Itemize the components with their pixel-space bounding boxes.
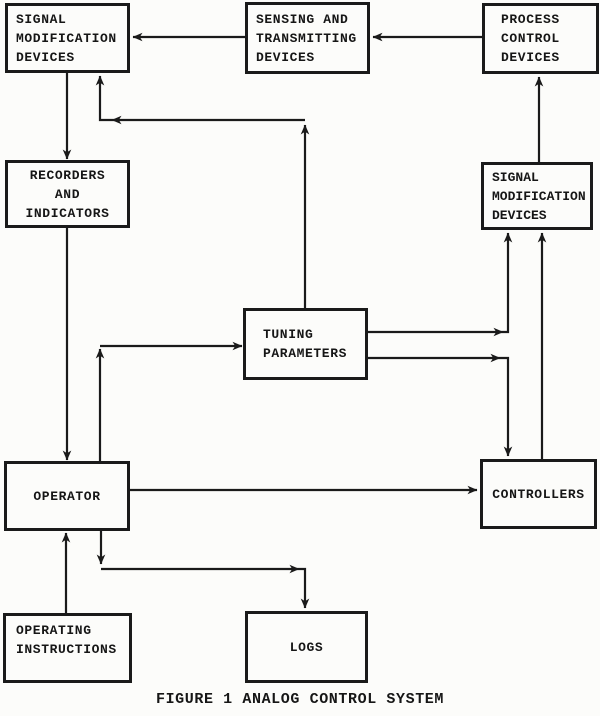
edge-tuning-to-signal-mod-right-rise <box>503 232 513 334</box>
box-label-line: PARAMETERS <box>263 346 348 361</box>
box-sensing-and-transmitting-devices: SENSING AND TRANSMITTING DEVICES <box>245 2 370 74</box>
box-label-line: PROCESS <box>501 12 560 27</box>
box-label-line: CONTROL <box>501 31 560 46</box>
edge-tuning-to-controllers-drop <box>500 356 513 457</box>
box-label-line: DEVICES <box>492 207 547 223</box>
box-label-line: TRANSMITTING <box>256 30 357 46</box>
box-label-line: SIGNAL <box>492 169 539 185</box>
edge-operator-to-logs-tail <box>299 567 310 609</box>
box-label-line: INSTRUCTIONS <box>16 642 117 657</box>
box-tuning-parameters: TUNING PARAMETERS <box>243 308 368 380</box>
edge-tuning-to-signal-mod-left-tail <box>95 75 112 122</box>
box-label-line: MODIFICATION <box>16 30 117 46</box>
box-label-line: DEVICES <box>256 49 315 65</box>
box-label-line: MODIFICATION <box>492 188 586 204</box>
box-label-line: SENSING AND <box>256 11 349 27</box>
box-label-line: LOGS <box>289 639 324 655</box>
figure-caption: FIGURE 1 ANALOG CONTROL SYSTEM <box>155 691 445 708</box>
box-recorders-and-indicators: RECORDERS AND INDICATORS <box>5 160 130 228</box>
box-logs: LOGS <box>245 611 368 683</box>
box-operating-instructions: OPERATING INSTRUCTIONS <box>3 613 132 683</box>
box-signal-modification-devices-right: SIGNAL MODIFICATION DEVICES <box>481 162 593 230</box>
box-label-line: INDICATORS <box>25 205 110 221</box>
box-operator: OPERATOR <box>4 461 130 531</box>
box-controllers: CONTROLLERS <box>480 459 597 529</box>
box-label-line: TUNING <box>263 327 314 342</box>
box-label-line: RECORDERS <box>29 167 106 183</box>
box-label-line: AND <box>54 186 81 202</box>
box-signal-modification-devices-left: SIGNAL MODIFICATION DEVICES <box>5 3 130 73</box>
box-label-line: SIGNAL <box>16 11 67 27</box>
box-label-line: CONTROLLERS <box>492 486 585 502</box>
box-label-line: OPERATOR <box>33 488 101 504</box>
box-label-line: OPERATING <box>16 623 92 638</box>
box-label-line: DEVICES <box>16 49 75 65</box>
box-process-control-devices: PROCESS CONTROL DEVICES <box>482 3 599 74</box>
box-label-line: DEVICES <box>501 50 560 65</box>
